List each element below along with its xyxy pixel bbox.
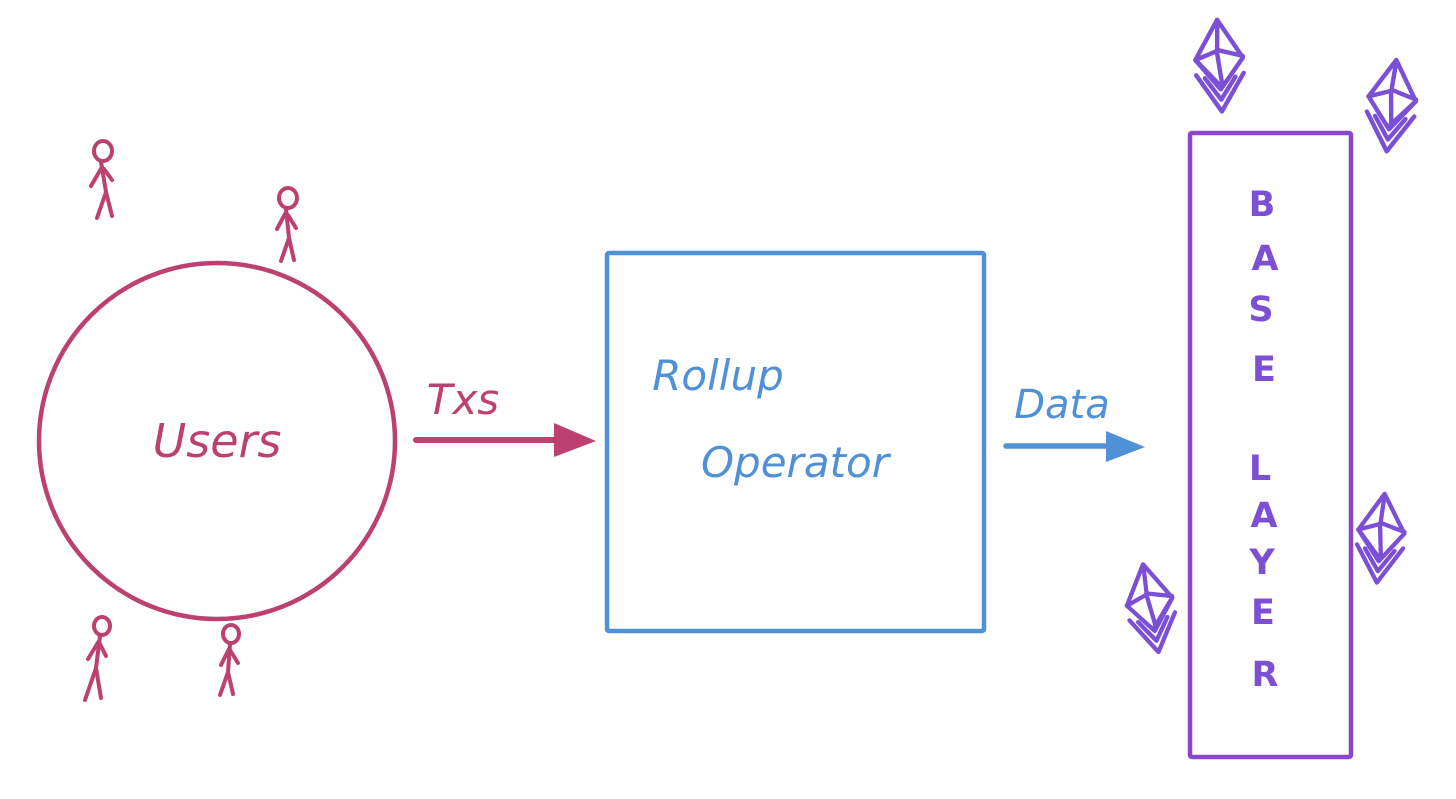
base-letter: S [1248, 290, 1273, 330]
person-stick-figure-icon [275, 186, 299, 263]
txs-arrowhead [554, 423, 596, 457]
data-label: Data [1014, 382, 1110, 428]
rollup-group [604, 250, 1113, 634]
base-layer-label: B A S E L A Y E R [1248, 185, 1278, 695]
users-group [36, 139, 561, 702]
base-letter: B [1249, 185, 1276, 225]
person-stick-figure-icon [83, 615, 112, 702]
rollup-operator-box [604, 250, 987, 634]
base-letter: A [1251, 239, 1278, 279]
ethereum-diamond-icon [1193, 17, 1246, 114]
rollup-label-line1: Rollup [652, 351, 784, 400]
rollup-label-line2: Operator [701, 438, 892, 487]
data-arrowhead [1106, 431, 1145, 462]
ethereum-diamond-icon [1354, 491, 1407, 585]
base-letter: E [1252, 350, 1276, 390]
base-letter: Y [1248, 543, 1275, 583]
base-letter: R [1252, 655, 1279, 695]
ethereum-diamond-icon [1364, 57, 1419, 154]
txs-label: Txs [427, 375, 499, 424]
person-stick-figure-icon [218, 623, 241, 697]
base-layer-box [1187, 130, 1354, 760]
base-letter: A [1250, 496, 1277, 536]
base-letter: L [1249, 449, 1271, 489]
base-layer-group [1187, 130, 1354, 760]
base-letter: E [1251, 593, 1275, 633]
users-circle [36, 260, 398, 622]
ethereum-icons-group [1124, 17, 1419, 655]
person-stick-figure-icon [89, 139, 114, 220]
ethereum-diamond-icon [1124, 562, 1178, 655]
users-label: Users [153, 414, 282, 468]
